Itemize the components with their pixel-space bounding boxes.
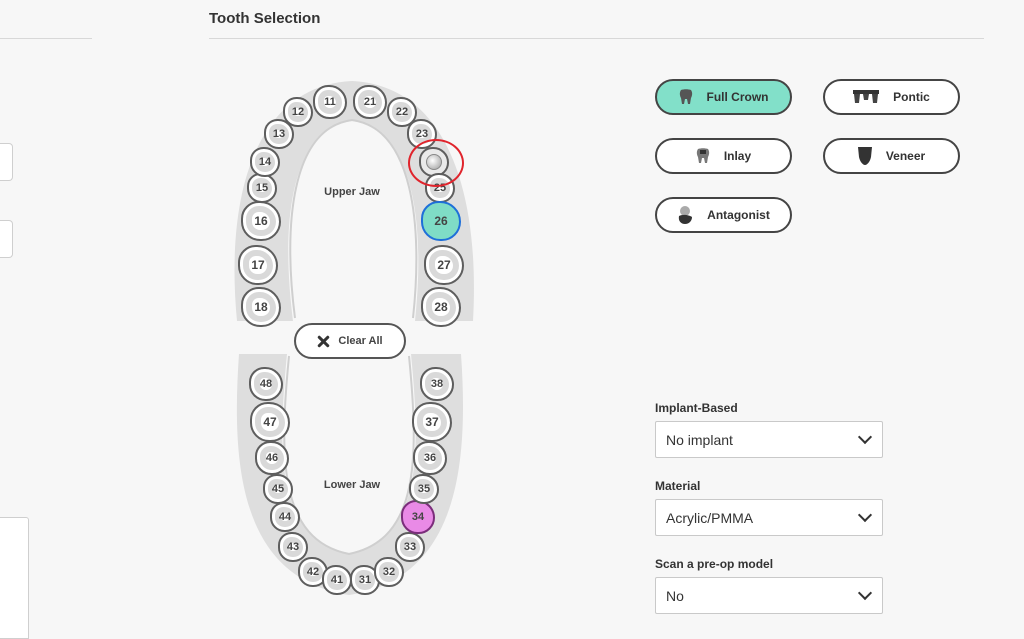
chevron-down-icon [857, 429, 873, 445]
scan-preop-value: No [666, 587, 684, 604]
tooth-38[interactable]: 38 [420, 367, 454, 401]
tooth-43[interactable]: 43 [278, 532, 308, 562]
tooth-15[interactable]: 15 [247, 173, 277, 203]
tooth-48[interactable]: 48 [249, 367, 283, 401]
left-input-fragment[interactable] [0, 143, 13, 181]
tooth-33[interactable]: 33 [395, 532, 425, 562]
tooth-17[interactable]: 17 [238, 245, 278, 285]
inlay-tooth-icon [696, 148, 709, 163]
tooth-44[interactable]: 44 [270, 502, 300, 532]
tooth-27[interactable]: 27 [424, 245, 464, 285]
antagonist-button[interactable]: Antagonist [655, 197, 792, 233]
scan-preop-label: Scan a pre-op model [655, 557, 774, 571]
veneer-icon [857, 147, 872, 165]
left-divider [0, 38, 92, 39]
pontic-bridge-icon [853, 90, 880, 103]
veneer-label: Veneer [885, 149, 926, 163]
inlay-label: Inlay [723, 149, 752, 163]
veneer-button[interactable]: Veneer [823, 138, 960, 174]
material-value: Acrylic/PMMA [666, 509, 754, 526]
full-crown-button[interactable]: Full Crown [655, 79, 792, 115]
implant-based-label: Implant-Based [655, 401, 738, 415]
implant-based-select[interactable]: No implant [655, 421, 883, 458]
molar-crown-icon [679, 89, 692, 104]
pontic-label: Pontic [893, 90, 930, 104]
tooth-34[interactable]: 34 [401, 500, 435, 534]
tooth-37[interactable]: 37 [412, 402, 452, 442]
antagonist-label: Antagonist [707, 208, 770, 222]
tooth-32[interactable]: 32 [374, 557, 404, 587]
tooth-28[interactable]: 28 [421, 287, 461, 327]
tooth-47[interactable]: 47 [250, 402, 290, 442]
tooth-16[interactable]: 16 [241, 201, 281, 241]
material-label: Material [655, 479, 701, 493]
tooth-26[interactable]: 26 [421, 201, 461, 241]
material-select[interactable]: Acrylic/PMMA [655, 499, 883, 536]
section-divider [209, 38, 984, 39]
tooth-35[interactable]: 35 [409, 474, 439, 504]
close-icon [317, 335, 329, 347]
tooth-12[interactable]: 12 [283, 97, 313, 127]
tooth-41[interactable]: 41 [322, 565, 352, 595]
full-crown-label: Full Crown [706, 90, 769, 104]
lower-jaw-label: Lower Jaw [323, 479, 381, 491]
pontic-button[interactable]: Pontic [823, 79, 960, 115]
highlight-circle [408, 139, 464, 187]
antagonist-icon [678, 206, 693, 224]
tooth-45[interactable]: 45 [263, 474, 293, 504]
scan-preop-select[interactable]: No [655, 577, 883, 614]
implant-based-value: No implant [666, 431, 733, 448]
section-title: Tooth Selection [209, 10, 321, 27]
left-panel-fragment [0, 517, 29, 639]
tooth-14[interactable]: 14 [250, 147, 280, 177]
tooth-21[interactable]: 21 [353, 85, 387, 119]
clear-all-label: Clear All [338, 335, 383, 347]
inlay-button[interactable]: Inlay [655, 138, 792, 174]
tooth-18[interactable]: 18 [241, 287, 281, 327]
upper-jaw-label: Upper Jaw [324, 186, 380, 198]
left-panel-stub [0, 0, 160, 639]
clear-all-button[interactable]: Clear All [294, 323, 406, 359]
chevron-down-icon [857, 585, 873, 601]
tooth-36[interactable]: 36 [413, 441, 447, 475]
left-input-fragment[interactable] [0, 220, 13, 258]
tooth-22[interactable]: 22 [387, 97, 417, 127]
chevron-down-icon [857, 507, 873, 523]
tooth-46[interactable]: 46 [255, 441, 289, 475]
tooth-11[interactable]: 11 [313, 85, 347, 119]
